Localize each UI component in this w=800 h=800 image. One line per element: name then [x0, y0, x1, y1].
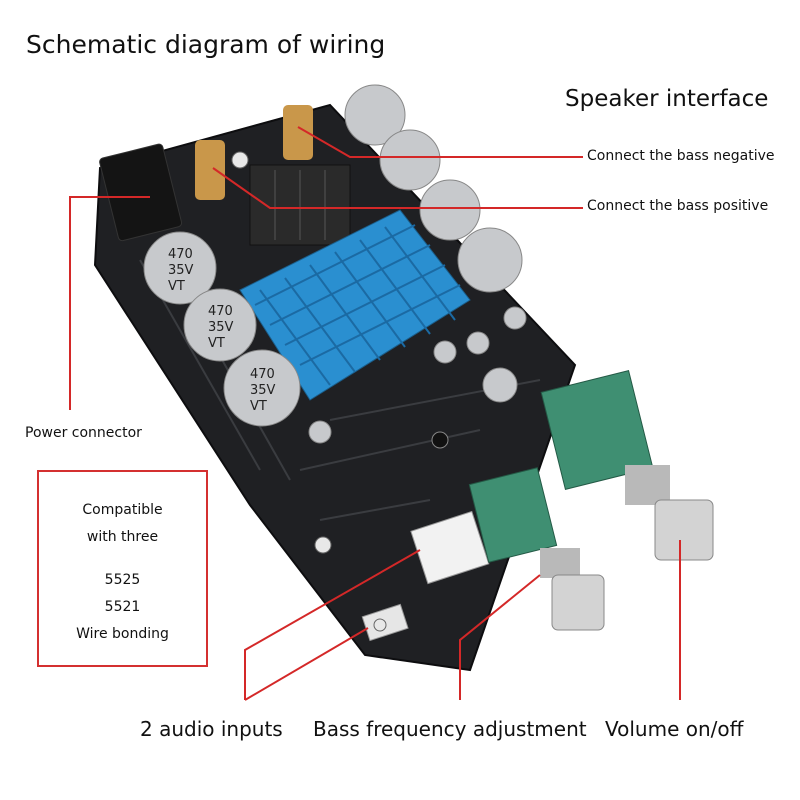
input-connector: [361, 510, 490, 642]
compat-line-3: 5525: [104, 572, 141, 588]
power-connector-label: Power connector: [25, 425, 142, 441]
speaker-interface-label: Speaker interface: [565, 86, 769, 112]
bass-positive-line: [212, 167, 583, 209]
power-jack: [99, 143, 183, 242]
audio-input-line-2: [244, 627, 369, 701]
cap-text-470: 470: [208, 304, 233, 319]
volume-label: Volume on/off: [605, 717, 744, 741]
small-components: [308, 306, 527, 449]
cap-text-vt: VT: [208, 336, 225, 351]
capacitors-right: [344, 84, 523, 293]
bass-adjust-line: [459, 574, 541, 700]
compat-line-4: 5521: [104, 599, 141, 615]
bass-potentiometer: [468, 467, 605, 631]
power-line: [69, 196, 150, 410]
audio-inputs-label: 2 audio inputs: [140, 717, 283, 741]
volume-potentiometer: [540, 369, 714, 561]
compat-line-5: Wire bonding: [76, 626, 169, 642]
audio-input-line-1: [244, 549, 421, 700]
bass-negative-line: [297, 126, 583, 158]
cap-text-vt: VT: [250, 399, 267, 414]
cap-text-470: 470: [250, 367, 275, 382]
cap-text-vt: VT: [168, 279, 185, 294]
cap-text-470: 470: [168, 247, 193, 262]
bass-adjust-label: Bass frequency adjustment: [313, 717, 587, 741]
annotation-lines: [69, 126, 681, 701]
cap-text-35v: 35V: [168, 263, 194, 278]
speaker-terminals: [195, 105, 351, 246]
page-title: Schematic diagram of wiring: [26, 30, 386, 59]
compatibility-box: Compatible with three 5525 5521 Wire bon…: [37, 470, 208, 667]
bass-negative-label: Connect the bass negative: [587, 148, 775, 164]
mounting-holes: [231, 151, 387, 632]
compat-line-2: with three: [86, 529, 159, 545]
bass-positive-label: Connect the bass positive: [587, 198, 769, 214]
compat-line-1: Compatible: [82, 502, 163, 518]
cap-text-35v: 35V: [250, 383, 276, 398]
capacitors-left: 470 35V VT 470 35V VT 470 35V VT: [143, 231, 301, 427]
cap-text-35v: 35V: [208, 320, 234, 335]
